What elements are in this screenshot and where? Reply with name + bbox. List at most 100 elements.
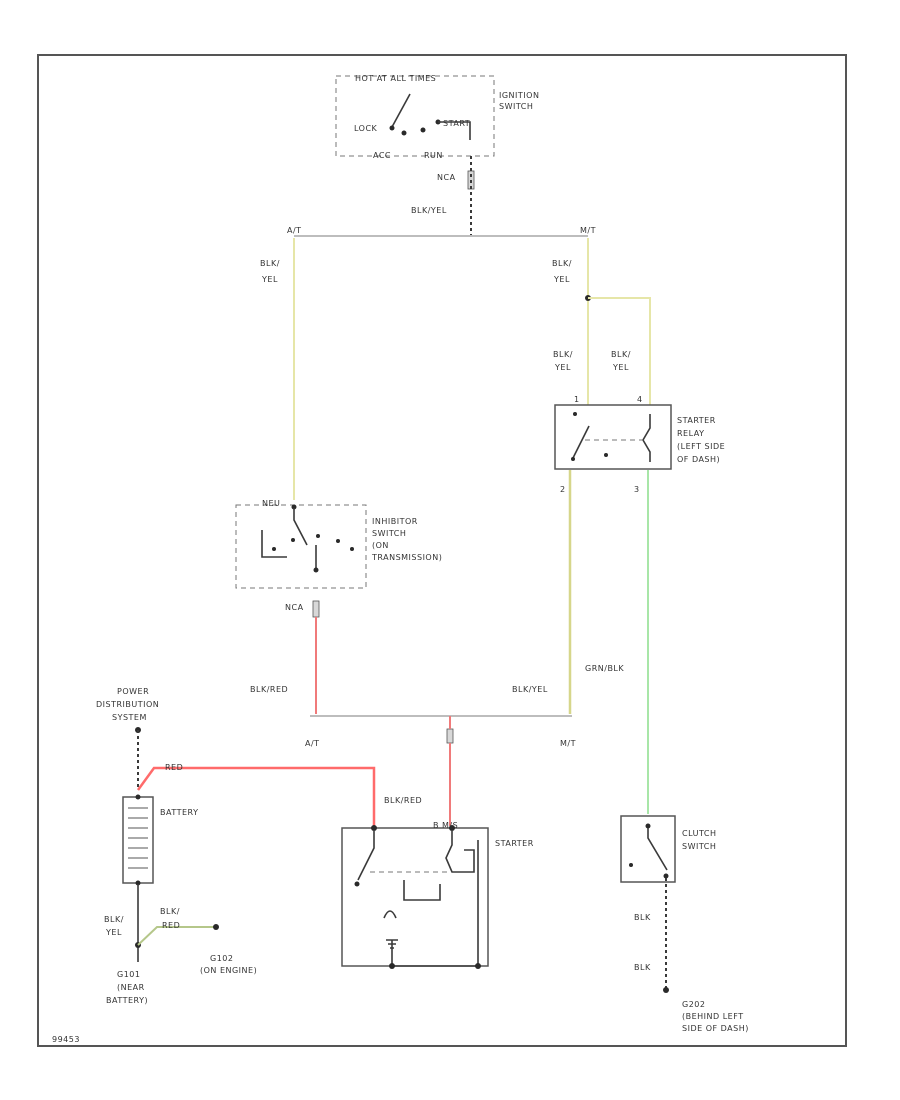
lower-branch-at-label: A/T: [305, 739, 320, 748]
starter: B M/S STARTER: [341, 821, 534, 969]
relay-switch-blade: [572, 425, 590, 459]
wire-relay-a-label-1: BLK/: [553, 350, 573, 359]
wire-battery-positive-label: RED: [165, 763, 183, 772]
starter-name-label: STARTER: [495, 839, 534, 848]
ignition-switch-housing: [335, 75, 495, 157]
relay-name-line3: (LEFT SIDE: [677, 442, 725, 451]
g202-ground-dot: [663, 987, 669, 993]
wire-ground-label-2: RED: [162, 921, 180, 930]
starter-motor-feed: [403, 880, 441, 901]
battery-cells: [128, 807, 148, 869]
clutch-switch-blade: [647, 828, 668, 871]
relay-pin-4-label: 4: [637, 395, 643, 404]
clutch-gnd-label-1: BLK: [634, 913, 651, 922]
relay-pin-2-label: 2: [560, 485, 566, 494]
clutch-contact-top: [645, 823, 651, 829]
ignition-switch-blade: [391, 93, 411, 128]
clutch-contact-bottom: [663, 873, 669, 879]
g202-line3: SIDE OF DASH): [682, 1024, 749, 1033]
starter-solenoid-blade: [357, 831, 375, 881]
battery: BATTERY: [122, 794, 198, 886]
ignition-pivot-dot: [389, 125, 395, 131]
pds-line3: SYSTEM: [112, 713, 147, 722]
inhibitor-switch-housing: [235, 504, 367, 589]
ignition-start-label: START: [443, 119, 470, 128]
battery-name-label: BATTERY: [160, 808, 198, 817]
inhibitor-output-dot: [313, 567, 319, 573]
lower-branch-mt-label: M/T: [560, 739, 576, 748]
wire-left-label-1: BLK/: [260, 259, 280, 268]
ignition-nca-label: NCA: [437, 173, 456, 182]
relay-contact-top: [573, 412, 577, 416]
battery-negative-dot: [135, 880, 141, 886]
wire-starter-feed-label: BLK/RED: [384, 796, 422, 805]
inhibitor-contact-4: [336, 539, 340, 543]
inhibitor-name-line3: (ON: [372, 541, 389, 550]
ignition-lock-label: LOCK: [354, 124, 378, 133]
wire-battery-neg-label-1: BLK/: [104, 915, 124, 924]
wire-right-label-1: BLK/: [552, 259, 572, 268]
inhibitor-contact-3: [316, 534, 320, 538]
engine-ground-dot: [213, 924, 219, 930]
starter-relay: 1 4 2 3 STARTER RELAY (LEFT SIDE OF DASH…: [554, 395, 725, 494]
clutch-name-line2: SWITCH: [682, 842, 716, 851]
ignition-run-label: RUN: [424, 151, 443, 160]
inhibitor-name-line4: TRANSMISSION): [371, 553, 442, 562]
ignition-acc-label: ACC: [373, 151, 391, 160]
clutch-contact-left: [629, 863, 633, 867]
wire-relay-a-label-2: YEL: [554, 363, 571, 372]
ignition-name-line1: IGNITION: [499, 91, 539, 100]
wire-relay-clutch-label: GRN/BLK: [585, 664, 624, 673]
starter-ground-dot-1: [389, 963, 395, 969]
ignition-header-label: HOT AT ALL TIMES: [355, 74, 436, 83]
wire-engine-ground: [137, 926, 214, 946]
wire-ground-label-1: BLK/: [160, 907, 180, 916]
battery-positive-dot: [135, 794, 141, 800]
starter-s-terminal: [449, 825, 455, 831]
lower-bus-connector: [446, 728, 454, 744]
relay-name-line1: STARTER: [677, 416, 716, 425]
inhibitor-contact-1: [272, 547, 276, 551]
starter-contact-dot: [354, 881, 360, 887]
ignition-name-line2: SWITCH: [499, 102, 533, 111]
starter-ground-dot-2: [475, 963, 481, 969]
wire-relay-out-label: BLK/YEL: [512, 685, 548, 694]
ignition-acc-contact: [401, 130, 407, 136]
ignition-run-contact: [420, 127, 426, 133]
inhibitor-blade: [293, 508, 308, 546]
upper-branch-mt-label: M/T: [580, 226, 596, 235]
ignition-link: [438, 121, 471, 140]
clutch-name-line1: CLUTCH: [682, 829, 717, 838]
upper-branch-at-label: A/T: [287, 226, 302, 235]
starter-b-terminal: [371, 825, 377, 831]
inhibitor-nca-label: NCA: [285, 603, 304, 612]
battery-body: [122, 796, 154, 884]
wire-relay-b-label-2: YEL: [612, 363, 629, 372]
inhibitor-bracket: [261, 530, 287, 558]
diagram-frame: [37, 54, 847, 1047]
starter-solenoid-coil: [445, 831, 475, 873]
g202-line1: G202: [682, 1000, 705, 1009]
wire-right-label-2: YEL: [553, 275, 570, 284]
relay-contact-bottom: [571, 457, 575, 461]
starter-ground-wire: [391, 840, 479, 967]
starter-motor-symbol: [383, 910, 397, 919]
pds-line1: POWER: [117, 687, 149, 696]
ignition-wire-label: BLK/YEL: [411, 206, 447, 215]
inhibitor-name-line1: INHIBITOR: [372, 517, 418, 526]
starter-relay-housing: [554, 404, 672, 470]
starter-terminal-label: B M/S: [433, 821, 458, 830]
starter-housing: [341, 827, 489, 967]
inhibitor-input-dot: [291, 504, 297, 510]
ignition-switch: HOT AT ALL TIMES IGNITION SWITCH LOCK ST…: [335, 74, 539, 236]
g101-line1: G101: [117, 970, 140, 979]
pds-line2: DISTRIBUTION: [96, 700, 159, 709]
g101-line2: (NEAR: [117, 983, 145, 992]
relay-coil: [642, 414, 651, 462]
clutch-gnd-label-2: BLK: [634, 963, 651, 972]
figure-id: 99453: [52, 1035, 80, 1044]
inhibitor-neutral-label: NEU: [262, 499, 280, 508]
clutch-switch: CLUTCH SWITCH: [620, 815, 717, 883]
inhibitor-contact-5: [350, 547, 354, 551]
wire-left-label-2: YEL: [261, 275, 278, 284]
